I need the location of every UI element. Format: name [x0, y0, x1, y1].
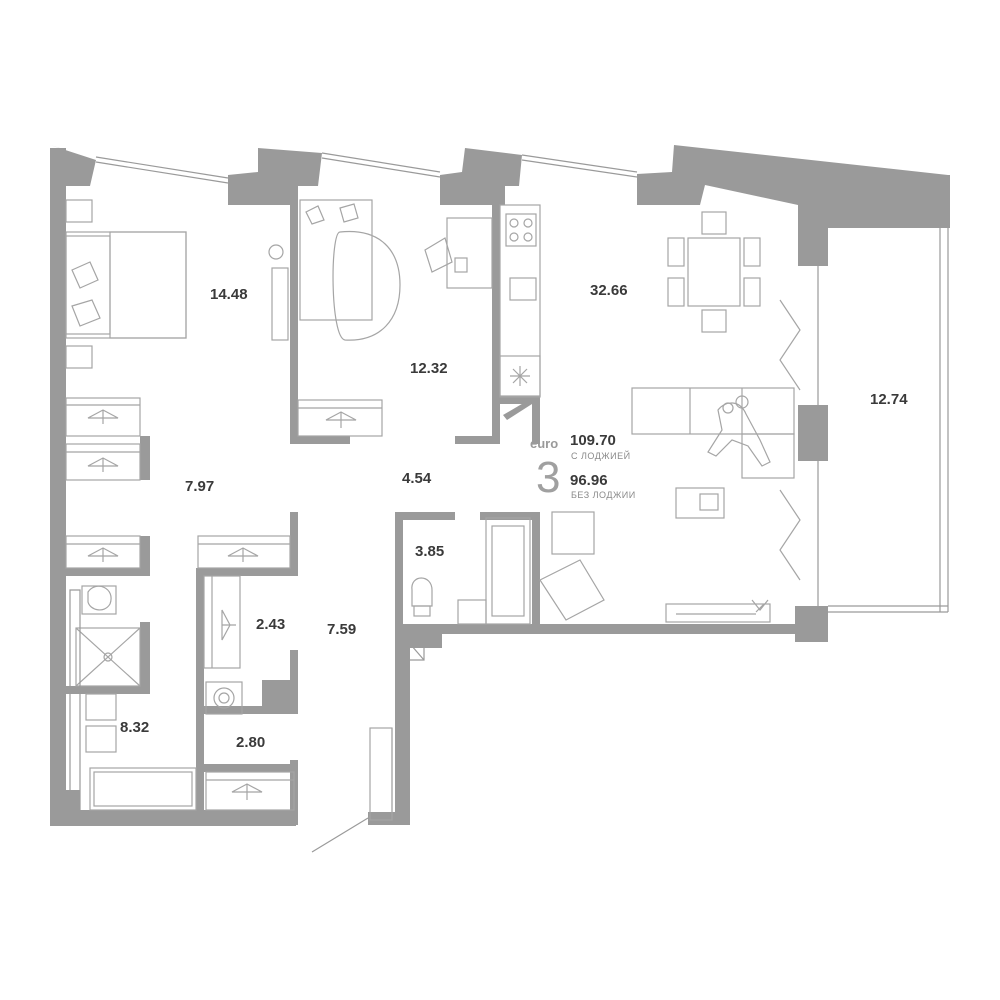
- room-labels: 14.48 12.32 32.66 12.74 7.97 4.54 3.85 2…: [120, 282, 908, 751]
- bathroom-small-furniture: [411, 517, 531, 625]
- area-with-loggia: 109.70: [570, 432, 616, 449]
- hall-wardrobes: [65, 443, 291, 669]
- room-area-living-kitchen: 32.66: [590, 282, 628, 299]
- kitchen-furniture: [499, 204, 801, 623]
- room-area-bedroom-1: 14.48: [210, 286, 248, 303]
- windows: [95, 152, 949, 613]
- room-area-corridor: 4.54: [402, 470, 432, 487]
- room-area-closet: 2.43: [256, 616, 285, 633]
- brand-label: euro: [530, 436, 558, 451]
- rooms-count: 3: [536, 453, 560, 502]
- bedroom-1-furniture: [65, 199, 289, 437]
- outer-walls: [50, 145, 950, 826]
- room-area-bedroom-2: 12.32: [410, 360, 448, 377]
- bathroom-main-furniture: [66, 585, 197, 811]
- entrance-elements: [311, 629, 425, 853]
- bedroom-2-furniture: [297, 199, 493, 437]
- room-area-bathroom-main: 8.32: [120, 719, 149, 736]
- room-area-hall: 7.97: [185, 478, 214, 495]
- apartment-info: euro 3 109.70 С ЛОДЖИЕЙ 96.96 БЕЗ ЛОДЖИИ: [530, 432, 636, 502]
- room-area-entrance-hall: 7.59: [327, 621, 356, 638]
- area-without-loggia: 96.96: [570, 472, 608, 489]
- with-loggia-label: С ЛОДЖИЕЙ: [571, 450, 631, 461]
- without-loggia-label: БЕЗ ЛОДЖИИ: [571, 490, 636, 500]
- room-area-bathroom-small: 3.85: [415, 543, 444, 560]
- room-area-laundry: 2.80: [236, 734, 265, 751]
- interior-walls: [66, 186, 540, 818]
- laundry-furniture: [205, 681, 295, 811]
- room-area-loggia: 12.74: [870, 391, 908, 408]
